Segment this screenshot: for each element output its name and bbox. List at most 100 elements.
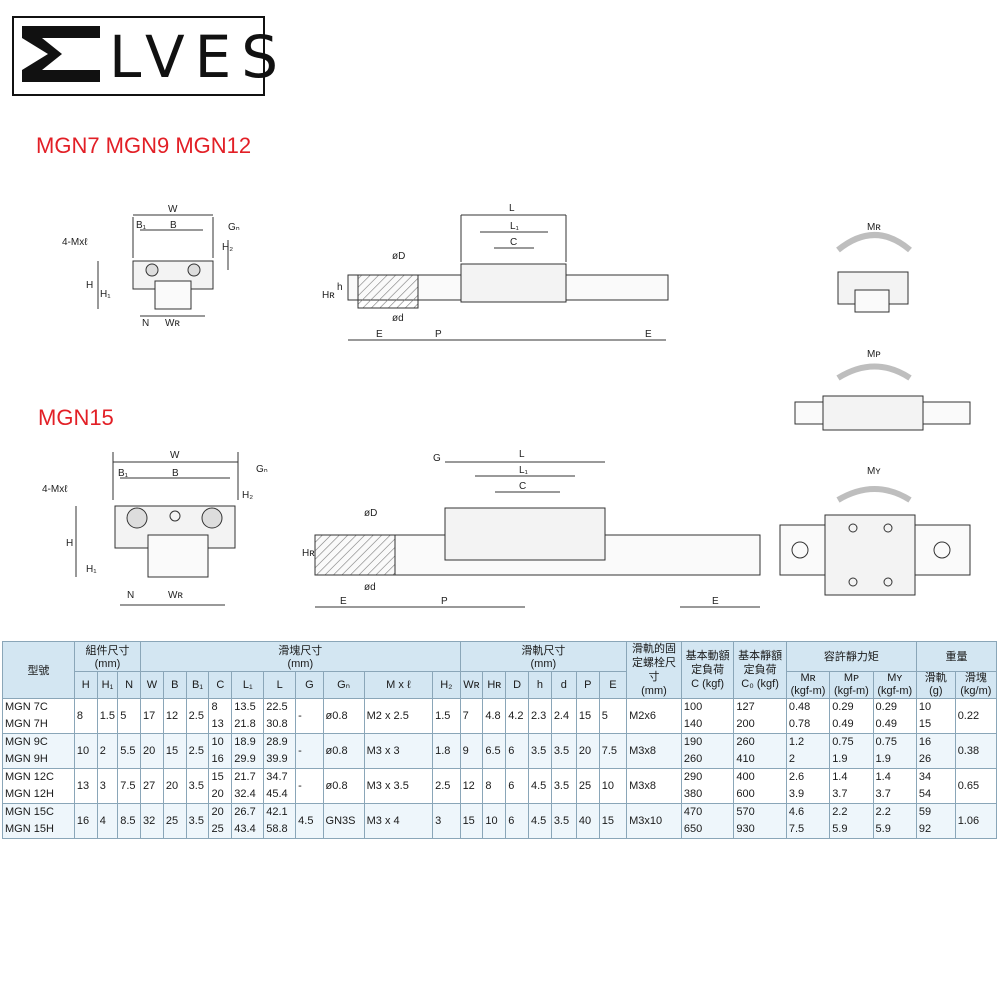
table-cell-n: 5.5 (117, 733, 142, 769)
heading-mgn7-12: MGN7 MGN9 MGN12 (36, 133, 252, 158)
dim-label-p: P (435, 329, 442, 340)
table-cell-wr: 7 (459, 698, 484, 734)
dim-label-b1: B₁ (136, 220, 147, 231)
table-cell-wr: 15 (459, 803, 484, 839)
table-cell-rail_kgm: 0.38 (954, 733, 998, 769)
subheader-cell: Mʀ(kgf-m) (785, 670, 831, 700)
subheader-cell: E (598, 670, 628, 700)
table-cell-bolt: M3x8 (626, 768, 682, 804)
subheader-cell: L (263, 670, 297, 700)
mgn15-end-view (75, 452, 239, 606)
dim-label-mxl-15: 4-Mxℓ (42, 484, 68, 495)
table-cell-h: 4.5 (528, 803, 552, 839)
moment-label-mp: Mᴘ (867, 349, 881, 360)
dim-label-phid-small: ød (392, 313, 404, 324)
table-cell-gn: ø0.8 (322, 733, 365, 769)
dim-label-gn: Gₙ (228, 222, 240, 233)
dim-label-b: B (170, 220, 177, 231)
header-assembly: 組件尺寸(mm) (73, 641, 142, 672)
header-block: 滑塊尺寸(mm) (140, 641, 461, 672)
subheader-cell: h (528, 670, 552, 700)
subheader-cell: d (550, 670, 577, 700)
dim-label-phid-large-15: øD (364, 508, 377, 519)
logo-text: LVES (109, 23, 289, 91)
dim-label-hr-15: Hʀ (302, 548, 315, 559)
dim-label-phid-large: øD (392, 251, 405, 262)
table-cell-b: 15 (162, 733, 187, 769)
dim-label-hr: Hʀ (322, 290, 335, 301)
table-cell-hr: 4.8 (482, 698, 507, 734)
table-cell-h2: 1.8 (432, 733, 461, 769)
subheader-cell: Mʏ(kgf-m) (872, 670, 917, 700)
table-cell-n: 7.5 (117, 768, 142, 804)
subheader-cell: M x ℓ (363, 670, 434, 700)
subheader-cell: B₁ (185, 670, 210, 700)
dim-label-h: H (86, 280, 93, 291)
subheader-cell: N (117, 670, 142, 700)
table-cell-h: 8 (73, 698, 98, 734)
table-cell-d: 3.5 (550, 768, 577, 804)
table-cell-d: 6 (505, 733, 529, 769)
subheader-cell: G (295, 670, 324, 700)
table-cell-h2: 2.5 (432, 768, 461, 804)
dim-label-h1-15: H₁ (86, 564, 97, 575)
table-cell-h: 3.5 (528, 733, 552, 769)
subheader-cell: 滑塊(kg/m) (954, 670, 998, 700)
subheader-cell: 滑軌(g) (915, 670, 956, 700)
dim-label-h2: H₂ (222, 242, 233, 253)
table-cell-wr: 9 (459, 733, 484, 769)
table-cell-n: 8.5 (117, 803, 142, 839)
table-header-row-1: 型號 組件尺寸(mm) 滑塊尺寸(mm) 滑軌尺寸(mm) 滑軌的固定螺栓尺寸(… (2, 641, 998, 699)
dim-label-b1-15: B₁ (118, 468, 129, 479)
mgn7-side-view (347, 214, 669, 341)
table-cell-hr: 6.5 (482, 733, 507, 769)
table-cell-wr: 12 (459, 768, 484, 804)
dim-label-e-right-15: E (712, 596, 719, 607)
table-cell-g: 4.5 (295, 803, 324, 839)
table-cell-h: 16 (73, 803, 98, 839)
table-cell-e: 7.5 (598, 733, 628, 769)
table-cell-b: 20 (162, 768, 187, 804)
table-cell-rail_kgm: 0.22 (954, 698, 998, 734)
technical-drawings: W B B₁ Gₙ 4-Mxℓ H H₁ H₂ N Wʀ L L₁ C øD ø… (42, 203, 971, 608)
table-cell-h1: 2 (96, 733, 119, 769)
subheader-cell: Mᴘ(kgf-m) (829, 670, 874, 700)
table-cell-hr: 10 (482, 803, 507, 839)
dim-label-h1: H₁ (100, 289, 111, 300)
table-cell-e: 5 (598, 698, 628, 734)
table-cell-w: 27 (140, 768, 164, 804)
header-weight: 重量 (915, 641, 998, 672)
dim-label-n-15: N (127, 590, 134, 601)
subheader-cell: H₁ (96, 670, 119, 700)
subheader-cell: L₁ (231, 670, 265, 700)
table-cell-h2: 1.5 (432, 698, 461, 734)
